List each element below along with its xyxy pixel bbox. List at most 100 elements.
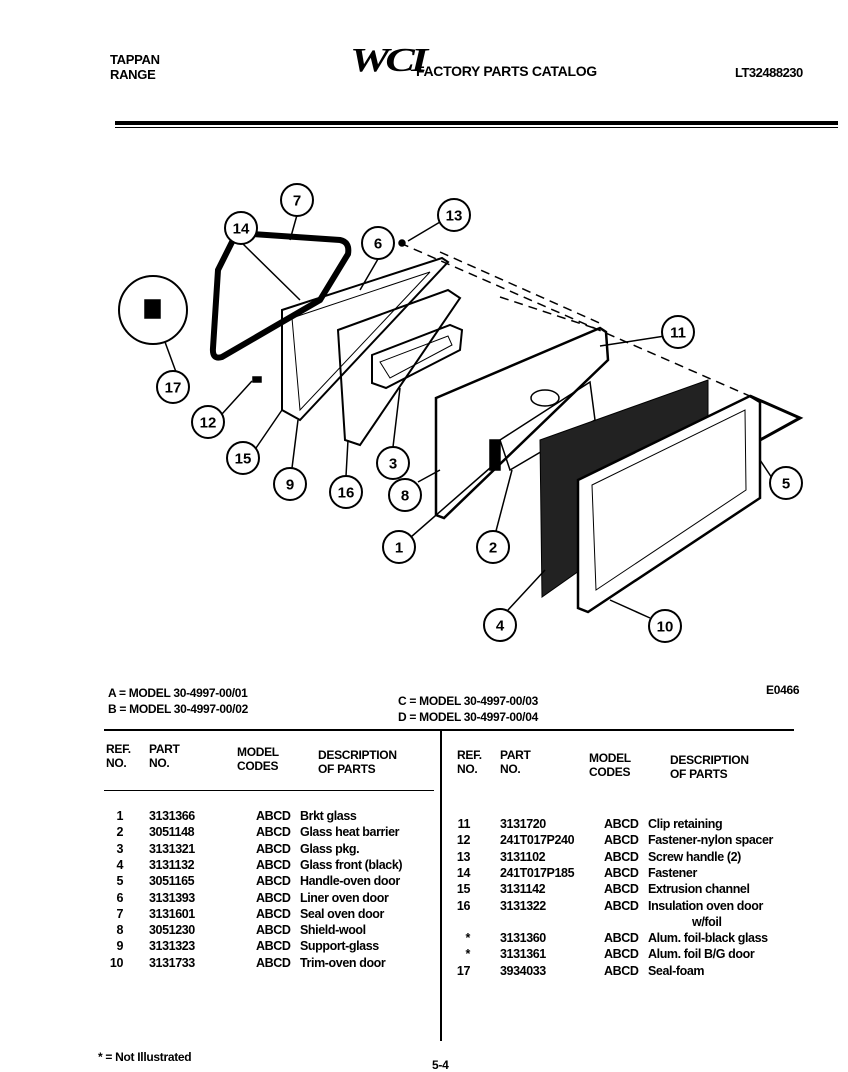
callout-circle bbox=[437, 198, 471, 232]
ref-no: 14 bbox=[456, 865, 471, 880]
ref-no: 8 bbox=[116, 923, 123, 938]
callout-circle bbox=[280, 183, 314, 217]
brand-line2: RANGE bbox=[110, 67, 156, 82]
callout-label: 10 bbox=[657, 619, 674, 636]
part-description: Glass front (black) bbox=[300, 857, 403, 872]
callout-circle bbox=[226, 441, 260, 475]
model-codes: ABCD bbox=[256, 890, 291, 905]
part-description: Support-glass bbox=[300, 939, 379, 954]
model-codes: ABCD bbox=[604, 947, 639, 962]
callout-label: 4 bbox=[496, 618, 505, 635]
table-header-rule-left bbox=[104, 790, 434, 791]
part-description: Trim-oven door bbox=[300, 955, 386, 970]
callout-label: 13 bbox=[446, 208, 463, 225]
model-codes: ABCD bbox=[256, 955, 291, 970]
ref-no: * bbox=[465, 931, 471, 946]
ref-no: 1 bbox=[116, 809, 123, 823]
callout-label: 6 bbox=[374, 236, 382, 253]
wci-logo: WCI bbox=[350, 42, 428, 79]
table-top-rule bbox=[104, 729, 794, 731]
ref-no: 9 bbox=[116, 939, 123, 954]
ref-no: 12 bbox=[456, 833, 471, 848]
ref-no: 4 bbox=[116, 857, 123, 872]
ref-no: 11 bbox=[457, 817, 471, 831]
part-no: 3131360 bbox=[500, 931, 546, 946]
callout-label: 5 bbox=[782, 476, 790, 493]
part-no: 3934033 bbox=[500, 963, 546, 978]
model-a: A = MODEL 30-4997-00/01 bbox=[108, 686, 248, 700]
part-no: 3131361 bbox=[500, 947, 546, 962]
callout-label: 11 bbox=[670, 325, 686, 342]
ref-no: 2 bbox=[116, 825, 123, 840]
part-no: 3131142 bbox=[500, 882, 546, 897]
callout-label: 12 bbox=[200, 415, 217, 432]
part-no: 3131132 bbox=[149, 857, 195, 872]
part-description: Extrusion channel bbox=[648, 882, 750, 897]
model-c: C = MODEL 30-4997-00/03 bbox=[398, 694, 538, 708]
ref-no: 7 bbox=[116, 906, 123, 921]
part-description: Insulation oven door bbox=[648, 898, 763, 913]
callout-label: 15 bbox=[235, 451, 252, 468]
ref-no: 3 bbox=[116, 841, 123, 856]
model-codes: ABCD bbox=[604, 865, 639, 880]
part-description: Brkt glass bbox=[300, 809, 357, 823]
callout-circle bbox=[648, 609, 682, 643]
part-description: Fastener-nylon spacer bbox=[648, 833, 773, 848]
diagram-code: E0466 bbox=[766, 683, 800, 697]
callout-circle bbox=[376, 446, 410, 480]
model-codes: ABCD bbox=[604, 898, 639, 913]
ref-no: 10 bbox=[109, 955, 124, 970]
header-ref-right: REF.NO. bbox=[457, 748, 482, 776]
callout-circle bbox=[476, 530, 510, 564]
ref-no: 16 bbox=[456, 898, 471, 913]
callout-circle bbox=[191, 405, 225, 439]
callout-label: 3 bbox=[389, 456, 397, 473]
brand-line1: TAPPAN bbox=[110, 52, 160, 67]
callout-circle bbox=[224, 211, 258, 245]
part-description: Liner oven door bbox=[300, 890, 389, 905]
model-codes: ABCD bbox=[604, 931, 639, 946]
callout-circle bbox=[382, 530, 416, 564]
callout-label: 16 bbox=[338, 485, 355, 502]
part-no: 3051148 bbox=[149, 825, 195, 840]
model-codes: ABCD bbox=[256, 841, 291, 856]
model-codes: ABCD bbox=[604, 849, 639, 864]
callout-circle bbox=[483, 608, 517, 642]
part-description: Alum. foil B/G door bbox=[648, 947, 755, 962]
part-no: 241T017P185 bbox=[500, 865, 575, 880]
callout-label: 8 bbox=[401, 488, 409, 505]
part-description: Alum. foil-black glass bbox=[648, 931, 768, 946]
model-codes: ABCD bbox=[256, 939, 291, 954]
callout-circle bbox=[769, 466, 803, 500]
ref-no: 13 bbox=[456, 849, 471, 864]
callout-circle bbox=[388, 478, 422, 512]
part-description: Screw handle (2) bbox=[648, 849, 741, 864]
part-no: 3051230 bbox=[149, 923, 195, 938]
part-description-cont: w/foil bbox=[692, 914, 722, 929]
model-codes: ABCD bbox=[604, 833, 639, 848]
callout-circle bbox=[661, 315, 695, 349]
model-codes: ABCD bbox=[604, 817, 639, 831]
table-divider bbox=[440, 729, 442, 1041]
header-rule-thin bbox=[115, 127, 838, 128]
callout-group: 7 14 6 13 11 17 12 15 9 16 3 8 1 2 5 4 1… bbox=[156, 183, 803, 643]
exploded-door-diagram: 7 14 6 13 11 17 12 15 9 16 3 8 1 2 5 4 1… bbox=[118, 183, 804, 643]
callout-label: 1 bbox=[395, 540, 403, 557]
catalog-title: FACTORY PARTS CATALOG bbox=[416, 63, 597, 79]
callout-circle bbox=[156, 370, 190, 404]
part-description: Glass heat barrier bbox=[300, 825, 400, 840]
callout-label: 2 bbox=[489, 540, 497, 557]
part-description: Glass pkg. bbox=[300, 841, 360, 856]
part-no: 3131322 bbox=[500, 898, 546, 913]
part-no: 3131321 bbox=[149, 841, 195, 856]
part-no: 241T017P240 bbox=[500, 833, 575, 848]
part-no: 3131601 bbox=[149, 906, 195, 921]
part-description: Fastener bbox=[648, 865, 697, 880]
brand-label: TAPPAN RANGE bbox=[110, 52, 160, 82]
ref-no: 5 bbox=[116, 874, 123, 889]
part-no: 3051165 bbox=[149, 874, 195, 889]
